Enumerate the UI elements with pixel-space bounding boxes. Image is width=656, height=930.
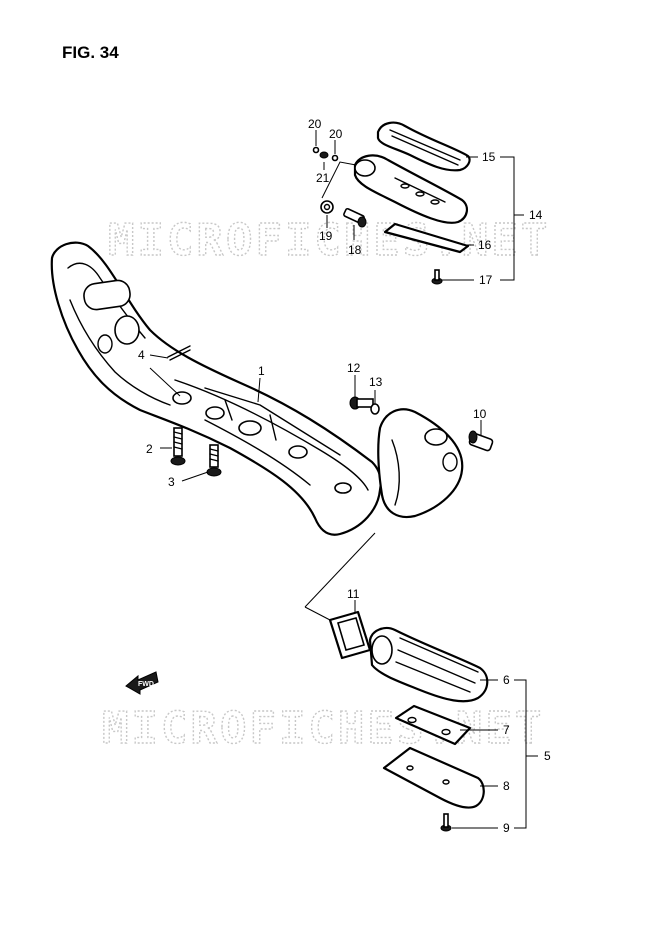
callout-7: 7 xyxy=(503,723,510,737)
callout-2: 2 xyxy=(146,442,153,456)
part-20-cotter xyxy=(312,146,339,162)
part-15-footpeg-rubber xyxy=(376,121,471,172)
callout-5: 5 xyxy=(544,749,551,763)
leader-lines xyxy=(149,130,538,829)
part-17-screw xyxy=(431,269,443,285)
callout-19: 19 xyxy=(319,229,333,243)
part-11-gasket xyxy=(328,610,372,660)
part-8-rubber xyxy=(382,746,485,809)
fwd-label: FWD xyxy=(138,681,154,688)
callout-17: 17 xyxy=(479,273,493,287)
callout-14: 14 xyxy=(529,208,543,222)
part-6-footpeg xyxy=(368,626,489,703)
callout-1: 1 xyxy=(258,364,265,378)
callout-16: 16 xyxy=(478,238,492,252)
part-10-pin xyxy=(468,430,494,452)
callout-3: 3 xyxy=(168,475,175,489)
fwd-arrow-icon: FWD xyxy=(125,671,159,695)
callout-6: 6 xyxy=(503,673,510,687)
part-13-washer xyxy=(370,403,380,415)
watermark-top: MICROFICHES.NET xyxy=(108,215,550,266)
callout-20-right: 20 xyxy=(329,127,343,141)
watermark-bottom: MICROFICHES.NET xyxy=(102,703,544,754)
part-3-bolt xyxy=(206,444,222,477)
part-16-plate xyxy=(383,222,470,254)
callout-labels: 1 2 3 4 5 6 7 8 9 10 11 12 13 14 15 16 1… xyxy=(138,117,551,835)
part-2-bolt xyxy=(170,427,186,466)
callout-10: 10 xyxy=(473,407,487,421)
part-18-bolt xyxy=(343,208,367,228)
part-12-bolt xyxy=(349,396,374,410)
part-4-pin xyxy=(167,345,191,361)
callout-9: 9 xyxy=(503,821,510,835)
part-7-plate xyxy=(394,704,472,746)
callout-4: 4 xyxy=(138,348,145,362)
callout-15: 15 xyxy=(482,150,496,164)
figure-title: FIG. 34 xyxy=(62,43,119,62)
callout-20-left: 20 xyxy=(308,117,322,131)
part-1-footrest-bracket xyxy=(50,241,464,536)
callout-18: 18 xyxy=(348,243,362,257)
part-19-washer xyxy=(320,200,334,214)
part-21-spring xyxy=(319,151,329,159)
part-14-footpeg-body xyxy=(353,154,468,224)
callout-21: 21 xyxy=(316,171,330,185)
callout-11: 11 xyxy=(347,587,360,601)
callout-13: 13 xyxy=(369,375,383,389)
callout-12: 12 xyxy=(347,361,361,375)
part-9-screw xyxy=(440,813,452,832)
callout-8: 8 xyxy=(503,779,510,793)
